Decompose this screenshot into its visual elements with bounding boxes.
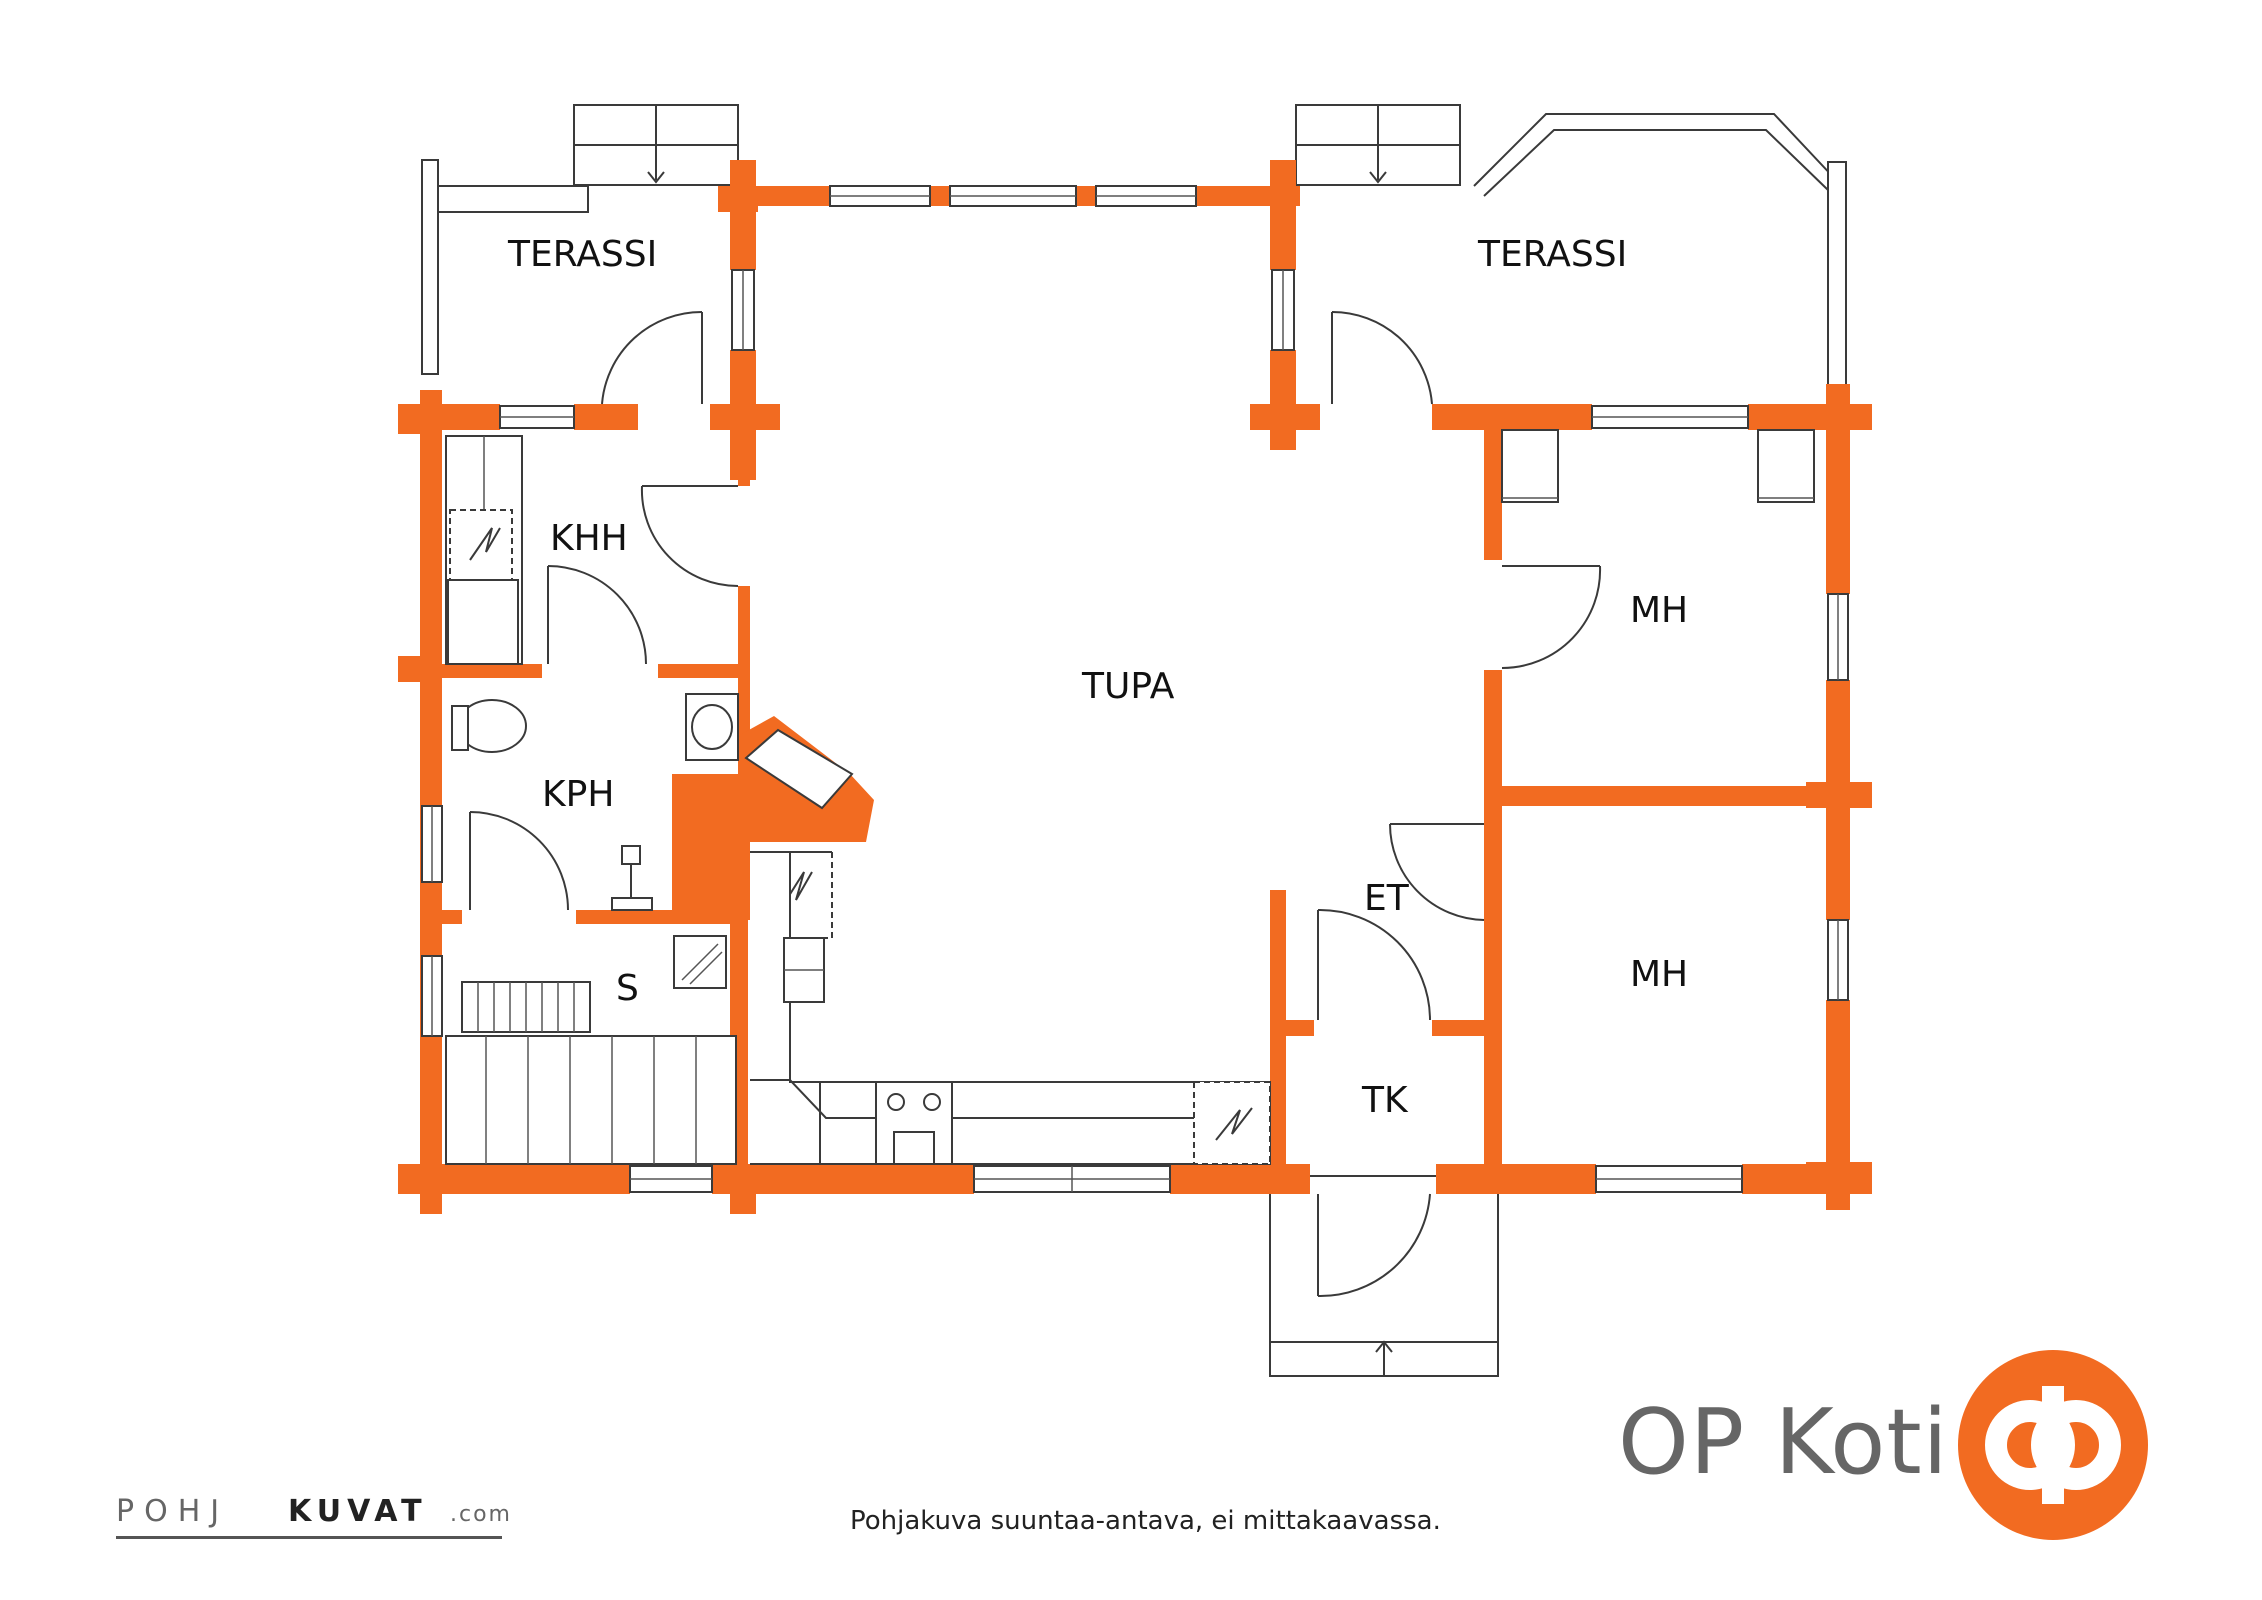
- room-label-terassi-right: TERASSI: [1477, 234, 1627, 275]
- brand-name: OP Koti: [1618, 1390, 1949, 1495]
- fixtures: [445, 429, 1815, 1165]
- terrace-right-rail: [1827, 161, 1847, 389]
- room-label-tk: TK: [1361, 1080, 1409, 1121]
- room-label-mh-lower: MH: [1630, 954, 1688, 995]
- walls: [398, 160, 1872, 1214]
- logo-part-com: .com: [450, 1502, 512, 1527]
- terrace-outlines: [421, 104, 1847, 1377]
- wardrobe-left: [1501, 429, 1559, 503]
- windows: [421, 185, 1849, 1193]
- freezer: [1193, 1081, 1271, 1165]
- logo-part-kuvat: KUVAT: [288, 1494, 428, 1529]
- fireplace: [744, 728, 854, 810]
- sink: [685, 693, 739, 761]
- op-logo-icon: [1958, 1350, 2148, 1540]
- room-label-mh-upper: MH: [1630, 590, 1688, 631]
- room-label-tupa: TUPA: [1081, 666, 1175, 707]
- room-label-kph: KPH: [542, 774, 614, 815]
- terrace-left-rail-top: [437, 185, 589, 213]
- room-label-et: ET: [1364, 878, 1410, 919]
- logo-part-pohj: POHJ: [116, 1494, 230, 1529]
- disclaimer-note: Pohjakuva suuntaa-antava, ei mittakaavas…: [850, 1506, 1441, 1536]
- doors: [469, 310, 1602, 1298]
- room-labels: TERASSI TERASSI KHH TUPA MH MH KPH ET S …: [507, 234, 1688, 1121]
- room-label-terassi-left: TERASSI: [507, 234, 657, 275]
- pohjakuvat-logo: POHJ KUVAT .com: [116, 1486, 516, 1546]
- logo-underline: [116, 1536, 502, 1539]
- wardrobe-right: [1757, 429, 1815, 503]
- room-label-khh: KHH: [550, 518, 628, 559]
- stairs: [445, 1035, 737, 1165]
- terrace-left-rail: [421, 159, 439, 375]
- room-label-s: S: [616, 968, 639, 1009]
